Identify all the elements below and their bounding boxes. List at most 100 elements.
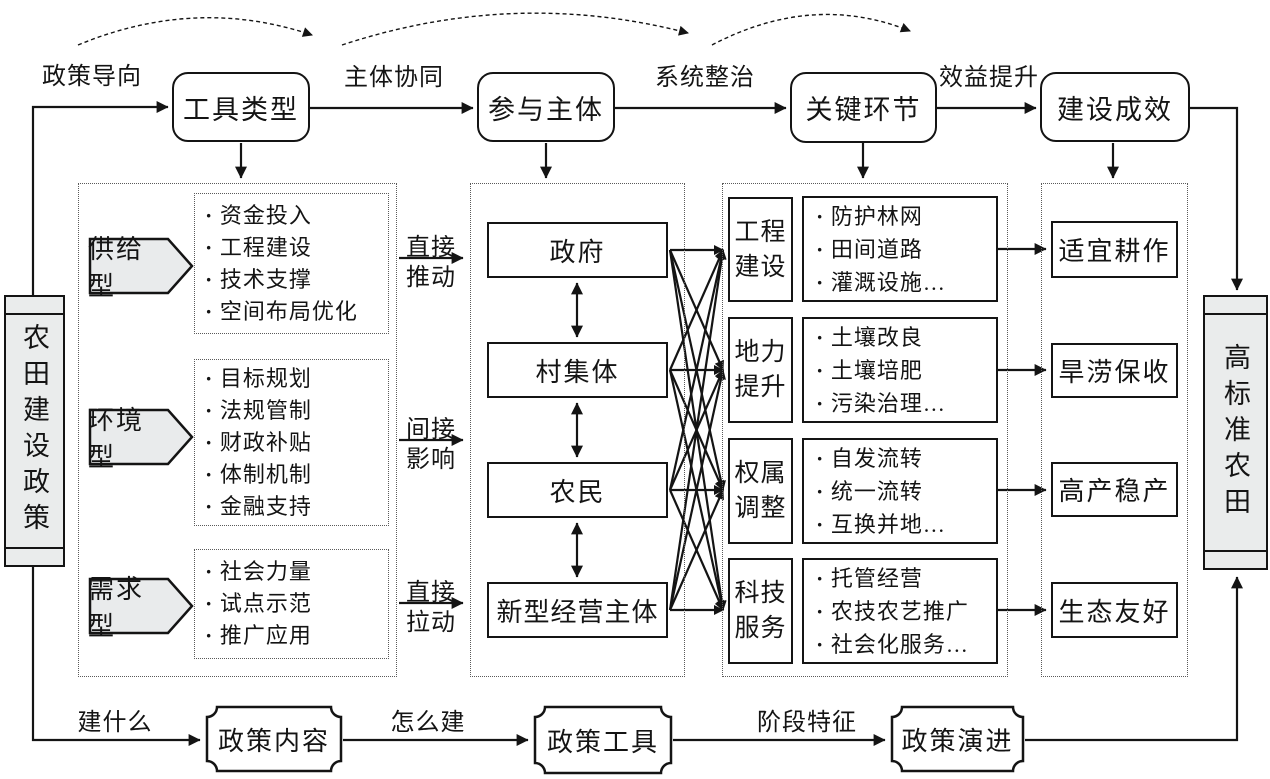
keybox-line: 工程 (734, 218, 787, 246)
list-item: 推广应用 (205, 620, 388, 652)
list-environment-items: 目标规划 法规管制 财政补贴 体制机制 金融支持 (194, 359, 389, 526)
pentagon-supply-type: 供给型 (88, 235, 195, 301)
list-item: 农技农艺推广 (816, 595, 996, 628)
keybox-line: 调整 (734, 495, 787, 522)
bar-farmland-policy-text: 农田建设政策 (19, 323, 49, 539)
bottom-label-how-to-build: 怎么建 (390, 709, 466, 736)
list-item: 体制机制 (205, 459, 388, 491)
stage-label-system-improvement: 系统整治 (655, 64, 755, 91)
bar-high-standard-farmland-text: 高标准农田 (1220, 342, 1250, 523)
pentagon-environment-type: 环境型 (88, 406, 195, 472)
node-tool-type: 工具类型 (172, 72, 310, 142)
bar-cap-line (1205, 550, 1266, 552)
node-high-stable-yield: 高产稳产 (1051, 462, 1178, 517)
list-item: 灌溉设施… (816, 266, 996, 299)
node-government: 政府 (487, 222, 668, 278)
plaque-shape (533, 705, 673, 775)
node-policy-evolution-label: 政策演进 (901, 726, 1014, 756)
pentagon-environment-type-label: 环境型 (88, 406, 145, 472)
stage-label-policy-orientation: 政策导向 (42, 63, 142, 90)
list-item: 资金投入 (205, 200, 388, 232)
bar-farmland-construction-policy: 农田建设政策 (4, 295, 65, 567)
bar-cap-line (6, 313, 63, 315)
node-policy-tools: 政策工具 (533, 705, 673, 775)
list-item: 自发流转 (816, 442, 996, 475)
effect-label-direct: 直接 (406, 234, 456, 261)
keybox-line: 权属 (734, 460, 787, 487)
list-item: 技术支撑 (205, 264, 388, 296)
node-suitable-cultivation: 适宜耕作 (1051, 221, 1178, 278)
list-item: 污染治理… (816, 387, 996, 420)
solid-flow-lines (31, 101, 1243, 746)
pentagon-demand-type: 需求型 (88, 575, 195, 641)
node-technology-services: 科技 服务 (728, 558, 793, 664)
bar-high-standard-farmland: 高标准农田 (1203, 295, 1268, 570)
pentagon-shape (88, 237, 194, 295)
node-village-collective: 村集体 (487, 342, 668, 398)
list-item: 统一流转 (816, 475, 996, 508)
pentagon-supply-type-label: 供给型 (88, 235, 145, 301)
container-key-links (722, 183, 1008, 677)
effect-label-direct2: 直接 (406, 579, 456, 606)
pentagon-shape (88, 408, 194, 466)
list-technology-items: 托管经营 农技农艺推广 社会化服务… (802, 558, 998, 664)
list-demand-items: 社会力量 试点示范 推广应用 (194, 549, 389, 659)
list-item: 防护林网 (816, 200, 996, 233)
keybox-line: 地力 (734, 339, 787, 366)
effect-label-push: 推动 (406, 264, 456, 291)
node-eco-friendly: 生态友好 (1051, 582, 1178, 638)
node-ownership-adjustment: 权属 调整 (728, 438, 793, 544)
plaque-shape (205, 705, 343, 773)
stage-label-actor-synergy: 主体协同 (344, 64, 444, 91)
node-participants: 参与主体 (477, 72, 615, 142)
bottom-label-what-to-build: 建什么 (77, 709, 153, 736)
effect-label-influence: 影响 (406, 446, 456, 473)
list-item: 试点示范 (205, 588, 388, 620)
bottom-label-stage-characteristics: 阶段特征 (757, 709, 857, 736)
keybox-line: 建设 (734, 253, 787, 281)
node-policy-content-label: 政策内容 (217, 726, 330, 756)
container-participants (470, 183, 685, 677)
list-item: 空间布局优化 (205, 296, 388, 328)
pentagon-demand-type-label: 需求型 (88, 575, 145, 641)
list-item: 土壤培肥 (816, 354, 996, 387)
node-key-links: 关键环节 (790, 72, 937, 143)
bar-cap-line (1205, 313, 1266, 315)
plaque-shape (890, 705, 1025, 773)
pentagon-shape (88, 577, 194, 635)
effect-label-indirect: 间接 (406, 416, 456, 443)
node-farmers: 农民 (487, 462, 668, 518)
list-item: 土壤改良 (816, 321, 996, 354)
keybox-line: 提升 (734, 374, 787, 401)
node-construction-effect: 建设成效 (1040, 72, 1190, 142)
list-supply-items: 资金投入 工程建设 技术支撑 空间布局优化 (194, 193, 389, 334)
node-policy-content: 政策内容 (205, 705, 343, 773)
container-outcomes (1041, 183, 1188, 677)
list-item: 财政补贴 (205, 427, 388, 459)
stage-label-benefit-improvement: 效益提升 (939, 64, 1039, 91)
list-item: 田间道路 (816, 233, 996, 266)
bar-cap-line (6, 547, 63, 549)
node-soil-fertility-improvement: 地力 提升 (728, 317, 793, 423)
effect-label-pull: 拉动 (406, 609, 456, 636)
list-item: 社会化服务… (816, 628, 996, 661)
container-tool-types (78, 183, 397, 677)
list-item: 工程建设 (205, 232, 388, 264)
node-drought-flood-protection: 旱涝保收 (1051, 343, 1178, 398)
list-item: 法规管制 (205, 395, 388, 427)
node-policy-evolution: 政策演进 (890, 705, 1025, 773)
list-item: 互换并地… (816, 508, 996, 541)
list-ownership-items: 自发流转 统一流转 互换并地… (802, 438, 998, 544)
node-new-business-entities: 新型经营主体 (487, 582, 668, 638)
list-soil-items: 土壤改良 土壤培肥 污染治理… (802, 317, 998, 423)
keybox-line: 服务 (734, 615, 787, 642)
list-item: 社会力量 (205, 556, 388, 588)
keybox-line: 科技 (734, 580, 787, 607)
node-policy-tools-label: 政策工具 (546, 727, 659, 757)
list-item: 金融支持 (205, 491, 388, 523)
node-engineering-construction: 工程 建设 (728, 197, 793, 302)
stage-transition-arcs (77, 12, 911, 46)
list-item: 托管经营 (816, 562, 996, 595)
